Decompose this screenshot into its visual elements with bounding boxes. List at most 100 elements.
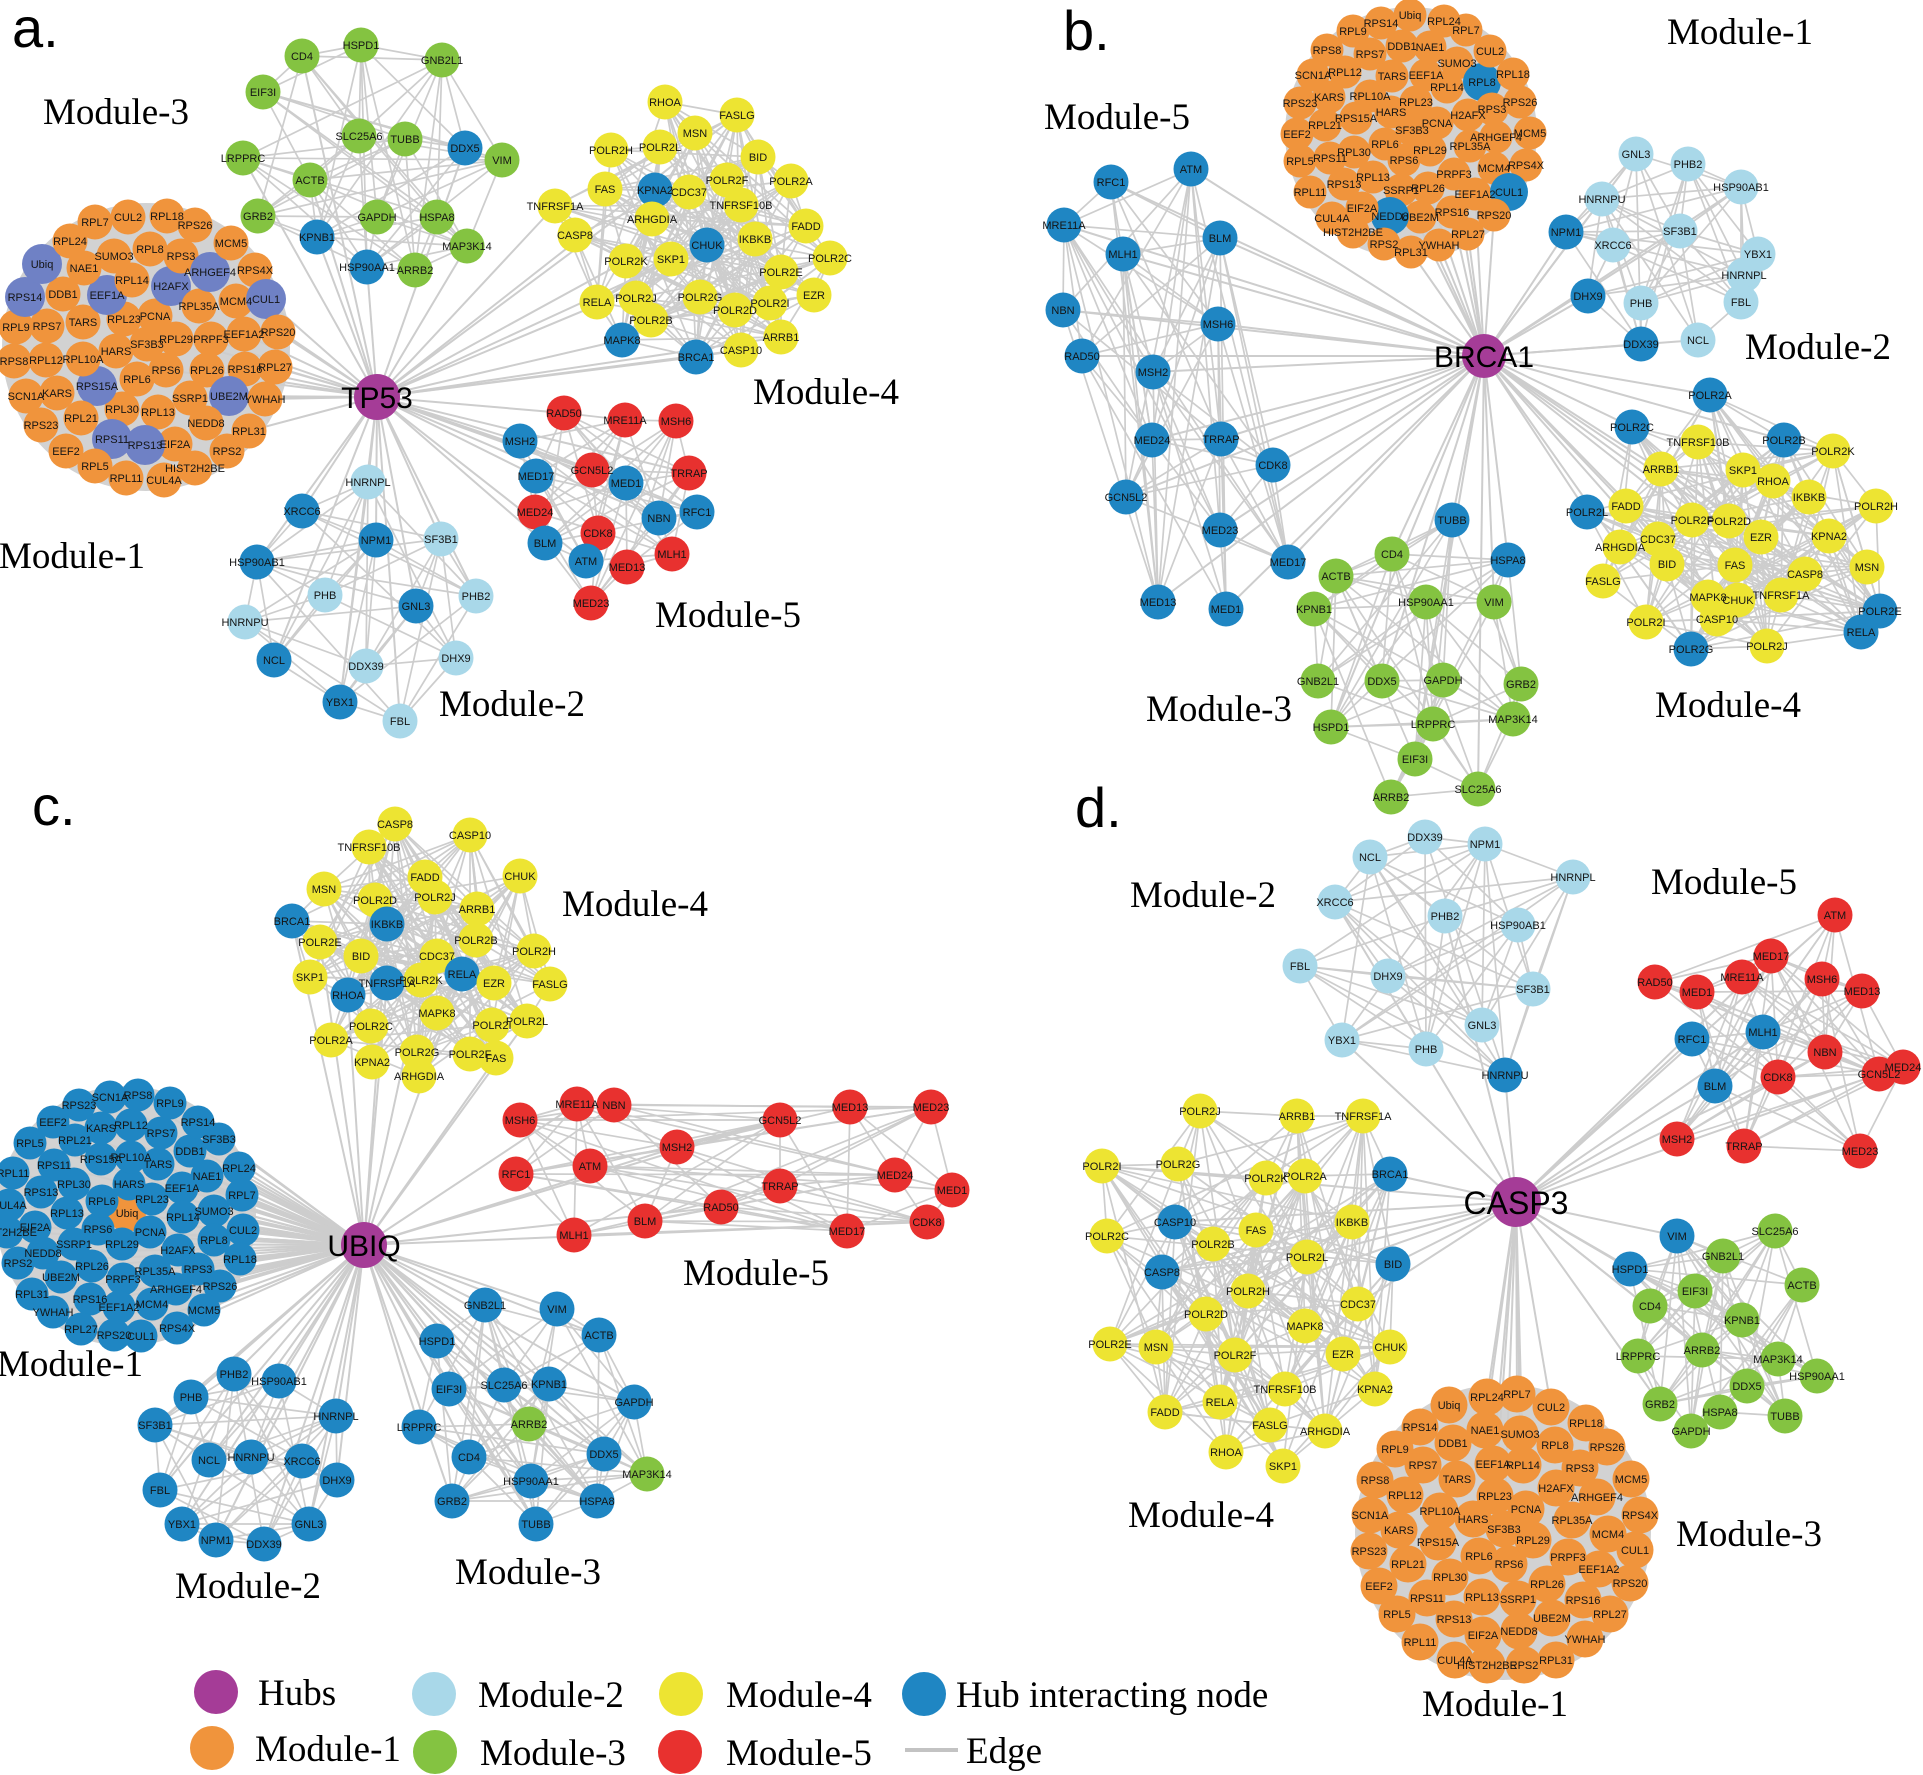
- svg-text:MCM4: MCM4: [1592, 1529, 1624, 1541]
- svg-text:MSN: MSN: [312, 884, 337, 896]
- svg-text:IKBKB: IKBKB: [1793, 492, 1825, 504]
- svg-text:RPL23: RPL23: [107, 314, 141, 326]
- svg-text:RPS4X: RPS4X: [237, 265, 274, 277]
- svg-text:DDX5: DDX5: [1732, 1381, 1761, 1393]
- svg-text:FBL: FBL: [390, 716, 410, 728]
- svg-text:RPL30: RPL30: [1433, 1572, 1467, 1584]
- svg-text:GNB2L1: GNB2L1: [464, 1300, 506, 1312]
- svg-text:DDB1: DDB1: [1387, 41, 1416, 53]
- svg-text:GNL3: GNL3: [1622, 149, 1651, 161]
- svg-text:RELA: RELA: [1206, 1397, 1235, 1409]
- svg-text:GNB2L1: GNB2L1: [1702, 1251, 1744, 1263]
- svg-text:MED17: MED17: [1270, 557, 1307, 569]
- svg-text:RELA: RELA: [583, 297, 612, 309]
- svg-text:BRCA1: BRCA1: [1434, 341, 1534, 374]
- svg-text:HSP90AB1: HSP90AB1: [251, 1376, 307, 1388]
- svg-text:FBL: FBL: [1290, 961, 1310, 973]
- svg-text:CD4: CD4: [291, 51, 313, 63]
- svg-text:SCN1A: SCN1A: [92, 1092, 129, 1104]
- svg-text:MSN: MSN: [683, 128, 708, 140]
- svg-text:MED17: MED17: [829, 1226, 866, 1238]
- svg-text:CASP10: CASP10: [1154, 1217, 1196, 1229]
- svg-text:DDB1: DDB1: [48, 289, 77, 301]
- svg-text:CD4: CD4: [1639, 1301, 1661, 1313]
- svg-text:SF3B3: SF3B3: [1395, 125, 1429, 137]
- svg-text:SUMO3: SUMO3: [194, 1206, 233, 1218]
- svg-text:PHB: PHB: [180, 1392, 203, 1404]
- svg-text:FADD: FADD: [791, 221, 820, 233]
- svg-text:KARS: KARS: [86, 1123, 116, 1135]
- svg-text:RPL5: RPL5: [1383, 1609, 1411, 1621]
- svg-text:RPL8: RPL8: [1541, 1440, 1569, 1452]
- svg-text:ARRB2: ARRB2: [397, 265, 434, 277]
- svg-text:EIF3I: EIF3I: [250, 87, 276, 99]
- svg-text:RPS15A: RPS15A: [80, 1154, 123, 1166]
- svg-text:GCN5L2: GCN5L2: [759, 1115, 802, 1127]
- svg-text:HSP90AA1: HSP90AA1: [339, 262, 395, 274]
- svg-text:HIST2H2BE: HIST2H2BE: [1323, 227, 1383, 239]
- svg-text:Module-1: Module-1: [0, 1344, 143, 1385]
- svg-text:RPL13: RPL13: [1465, 1592, 1499, 1604]
- svg-text:POLR2H: POLR2H: [1226, 1286, 1270, 1298]
- svg-text:CASP8: CASP8: [557, 230, 593, 242]
- svg-text:RPL6: RPL6: [88, 1196, 116, 1208]
- svg-text:FADD: FADD: [1611, 501, 1640, 513]
- svg-text:ARHGDIA: ARHGDIA: [1300, 1426, 1351, 1438]
- svg-text:POLR2G: POLR2G: [395, 1047, 440, 1059]
- svg-text:LRPPRC: LRPPRC: [1411, 719, 1456, 731]
- svg-text:HNRNPL: HNRNPL: [1721, 270, 1766, 282]
- svg-text:c.: c.: [32, 774, 76, 837]
- svg-text:RPL26: RPL26: [75, 1261, 109, 1273]
- svg-text:FADD: FADD: [410, 872, 439, 884]
- svg-text:XRCC6: XRCC6: [1316, 897, 1353, 909]
- svg-text:HNRNPU: HNRNPU: [227, 1452, 274, 1464]
- svg-text:RPS11: RPS11: [1313, 153, 1347, 165]
- svg-text:YWHAH: YWHAH: [33, 1307, 74, 1319]
- svg-text:EZR: EZR: [1750, 532, 1772, 544]
- svg-text:PHB: PHB: [314, 590, 337, 602]
- svg-text:KPNA2: KPNA2: [1357, 1384, 1393, 1396]
- svg-text:FAS: FAS: [1725, 560, 1746, 572]
- svg-text:RPS2: RPS2: [1510, 1660, 1539, 1672]
- svg-text:RPL29: RPL29: [1516, 1535, 1550, 1547]
- svg-text:POLR2E: POLR2E: [1088, 1339, 1131, 1351]
- svg-text:MCM4: MCM4: [136, 1299, 168, 1311]
- svg-text:Module-1: Module-1: [1422, 1684, 1568, 1725]
- svg-text:POLR2B: POLR2B: [1762, 435, 1805, 447]
- svg-text:TNFRSF1A: TNFRSF1A: [527, 201, 585, 213]
- svg-text:RPL10A: RPL10A: [1350, 91, 1392, 103]
- svg-text:CHUK: CHUK: [504, 871, 536, 883]
- svg-text:CASP10: CASP10: [1696, 614, 1738, 626]
- svg-text:SF3B1: SF3B1: [424, 534, 458, 546]
- svg-text:MAP3K14: MAP3K14: [622, 1469, 672, 1481]
- svg-text:Module-5: Module-5: [1044, 97, 1190, 138]
- svg-text:POLR2B: POLR2B: [629, 315, 672, 327]
- svg-text:RPL9: RPL9: [156, 1098, 184, 1110]
- svg-text:NBN: NBN: [1051, 305, 1074, 317]
- svg-text:KPNB1: KPNB1: [299, 232, 335, 244]
- svg-text:RPL23: RPL23: [1478, 1491, 1512, 1503]
- svg-text:Module-1: Module-1: [255, 1729, 401, 1770]
- svg-text:HARS: HARS: [114, 1179, 145, 1191]
- svg-text:PCNA: PCNA: [140, 311, 171, 323]
- svg-text:RPL9: RPL9: [1339, 26, 1367, 38]
- svg-text:SSRP1: SSRP1: [1383, 185, 1419, 197]
- svg-text:XRCC6: XRCC6: [283, 506, 320, 518]
- svg-text:GCN5L2: GCN5L2: [1858, 1069, 1901, 1081]
- svg-text:HIST2H2BE: HIST2H2BE: [165, 463, 225, 475]
- svg-text:POLR2L: POLR2L: [1566, 507, 1608, 519]
- svg-text:MSH6: MSH6: [661, 416, 692, 428]
- svg-text:RPL11: RPL11: [1404, 1637, 1437, 1649]
- svg-text:RPL14: RPL14: [1430, 82, 1464, 94]
- svg-text:HSP90AA1: HSP90AA1: [503, 1476, 559, 1488]
- svg-text:POLR2D: POLR2D: [713, 305, 757, 317]
- svg-text:RPS2: RPS2: [4, 1258, 33, 1270]
- svg-text:NAE1: NAE1: [1416, 42, 1445, 54]
- svg-text:RPS7: RPS7: [33, 321, 62, 333]
- svg-text:FASLG: FASLG: [532, 979, 567, 991]
- svg-text:TRRAP: TRRAP: [1725, 1141, 1762, 1153]
- svg-text:TRRAP: TRRAP: [761, 1181, 798, 1193]
- svg-text:Module-2: Module-2: [175, 1566, 321, 1607]
- svg-text:RPL7: RPL7: [81, 217, 109, 229]
- svg-text:MRE11A: MRE11A: [1720, 972, 1764, 984]
